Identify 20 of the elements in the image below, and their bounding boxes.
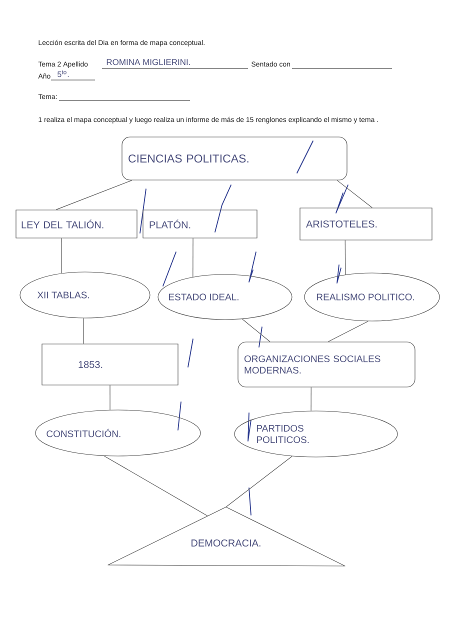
- connector-line: [226, 456, 292, 508]
- concept-box: LEY DEL TALIÓN.: [16, 210, 138, 238]
- handwritten-answer: 5$^{to}$.: [58, 70, 69, 78]
- connector-line: [104, 456, 208, 516]
- connector-line: [61, 238, 62, 274]
- concept-box: 1853.: [42, 344, 178, 386]
- concept-box: ORGANIZACIONES SOCIALES MODERNAS.: [238, 342, 416, 388]
- connector-line: [192, 238, 194, 278]
- connector-line: [336, 180, 373, 208]
- connector-line: [56, 180, 132, 210]
- handwritten-answer: ROMINA MIGLIERINI.: [106, 59, 190, 66]
- connector-line: [310, 387, 312, 412]
- connector-line: [83, 318, 84, 344]
- connector-line: [344, 240, 346, 275]
- concept-box: CIENCIAS POLITICAS.: [122, 136, 348, 180]
- connector-line: [242, 318, 270, 342]
- concept-box: ARISTOTELES.: [300, 208, 432, 240]
- concept-box: PLATÓN.: [142, 210, 258, 238]
- connector-line: [328, 320, 368, 342]
- concept-triangle: DEMOCRACIA.: [108, 506, 346, 566]
